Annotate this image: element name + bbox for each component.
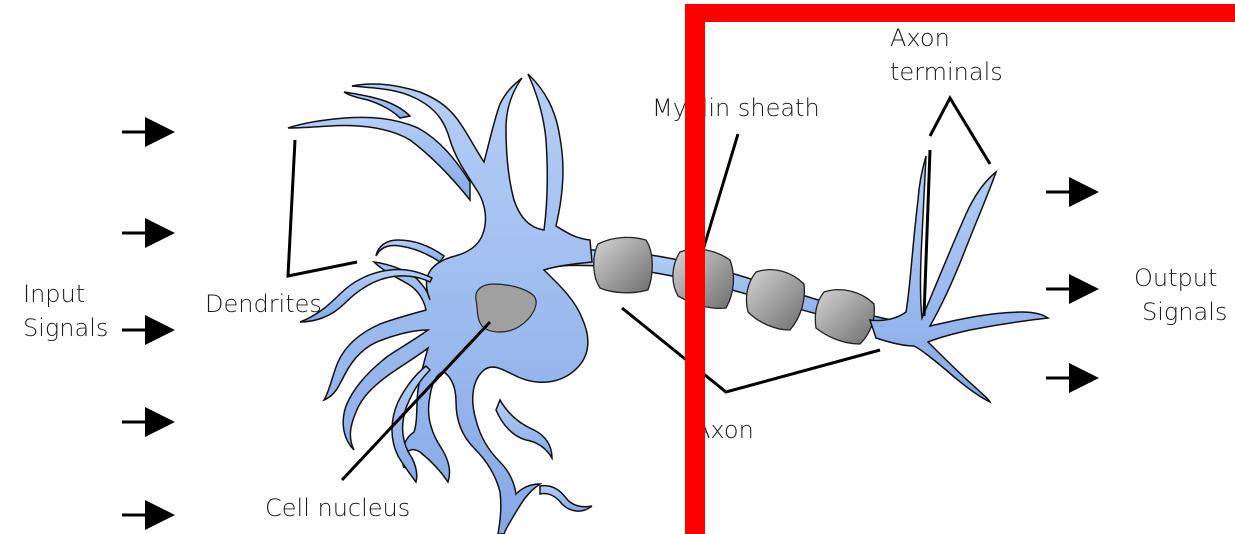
axon-terminals-label-line1: Axon	[890, 24, 950, 52]
terminals-pointer	[930, 98, 990, 164]
axon-terminals-label-line2: terminals	[890, 58, 1003, 86]
axon-terminals	[870, 156, 1048, 402]
myelin-sheath-label: Myelin sheath	[652, 94, 820, 122]
output-signals-label-line1: Output	[1134, 264, 1217, 292]
output-signals-label-line2: Signals	[1142, 298, 1227, 326]
input-arrows	[122, 132, 166, 515]
myelin-segment	[594, 237, 653, 292]
dendrites-pointer	[288, 140, 357, 276]
output-arrows	[1046, 192, 1090, 378]
cell-nucleus-label: Cell nucleus	[265, 494, 410, 522]
input-signals-label-line1: Input	[23, 280, 85, 308]
myelin-pointer	[703, 134, 738, 250]
dendrites-label: Dendrites	[205, 290, 322, 318]
input-signals-label-line2: Signals	[23, 314, 108, 342]
neuron-cell-body	[288, 74, 592, 534]
myelin-segment	[815, 290, 874, 344]
myelin-segment	[746, 270, 804, 330]
